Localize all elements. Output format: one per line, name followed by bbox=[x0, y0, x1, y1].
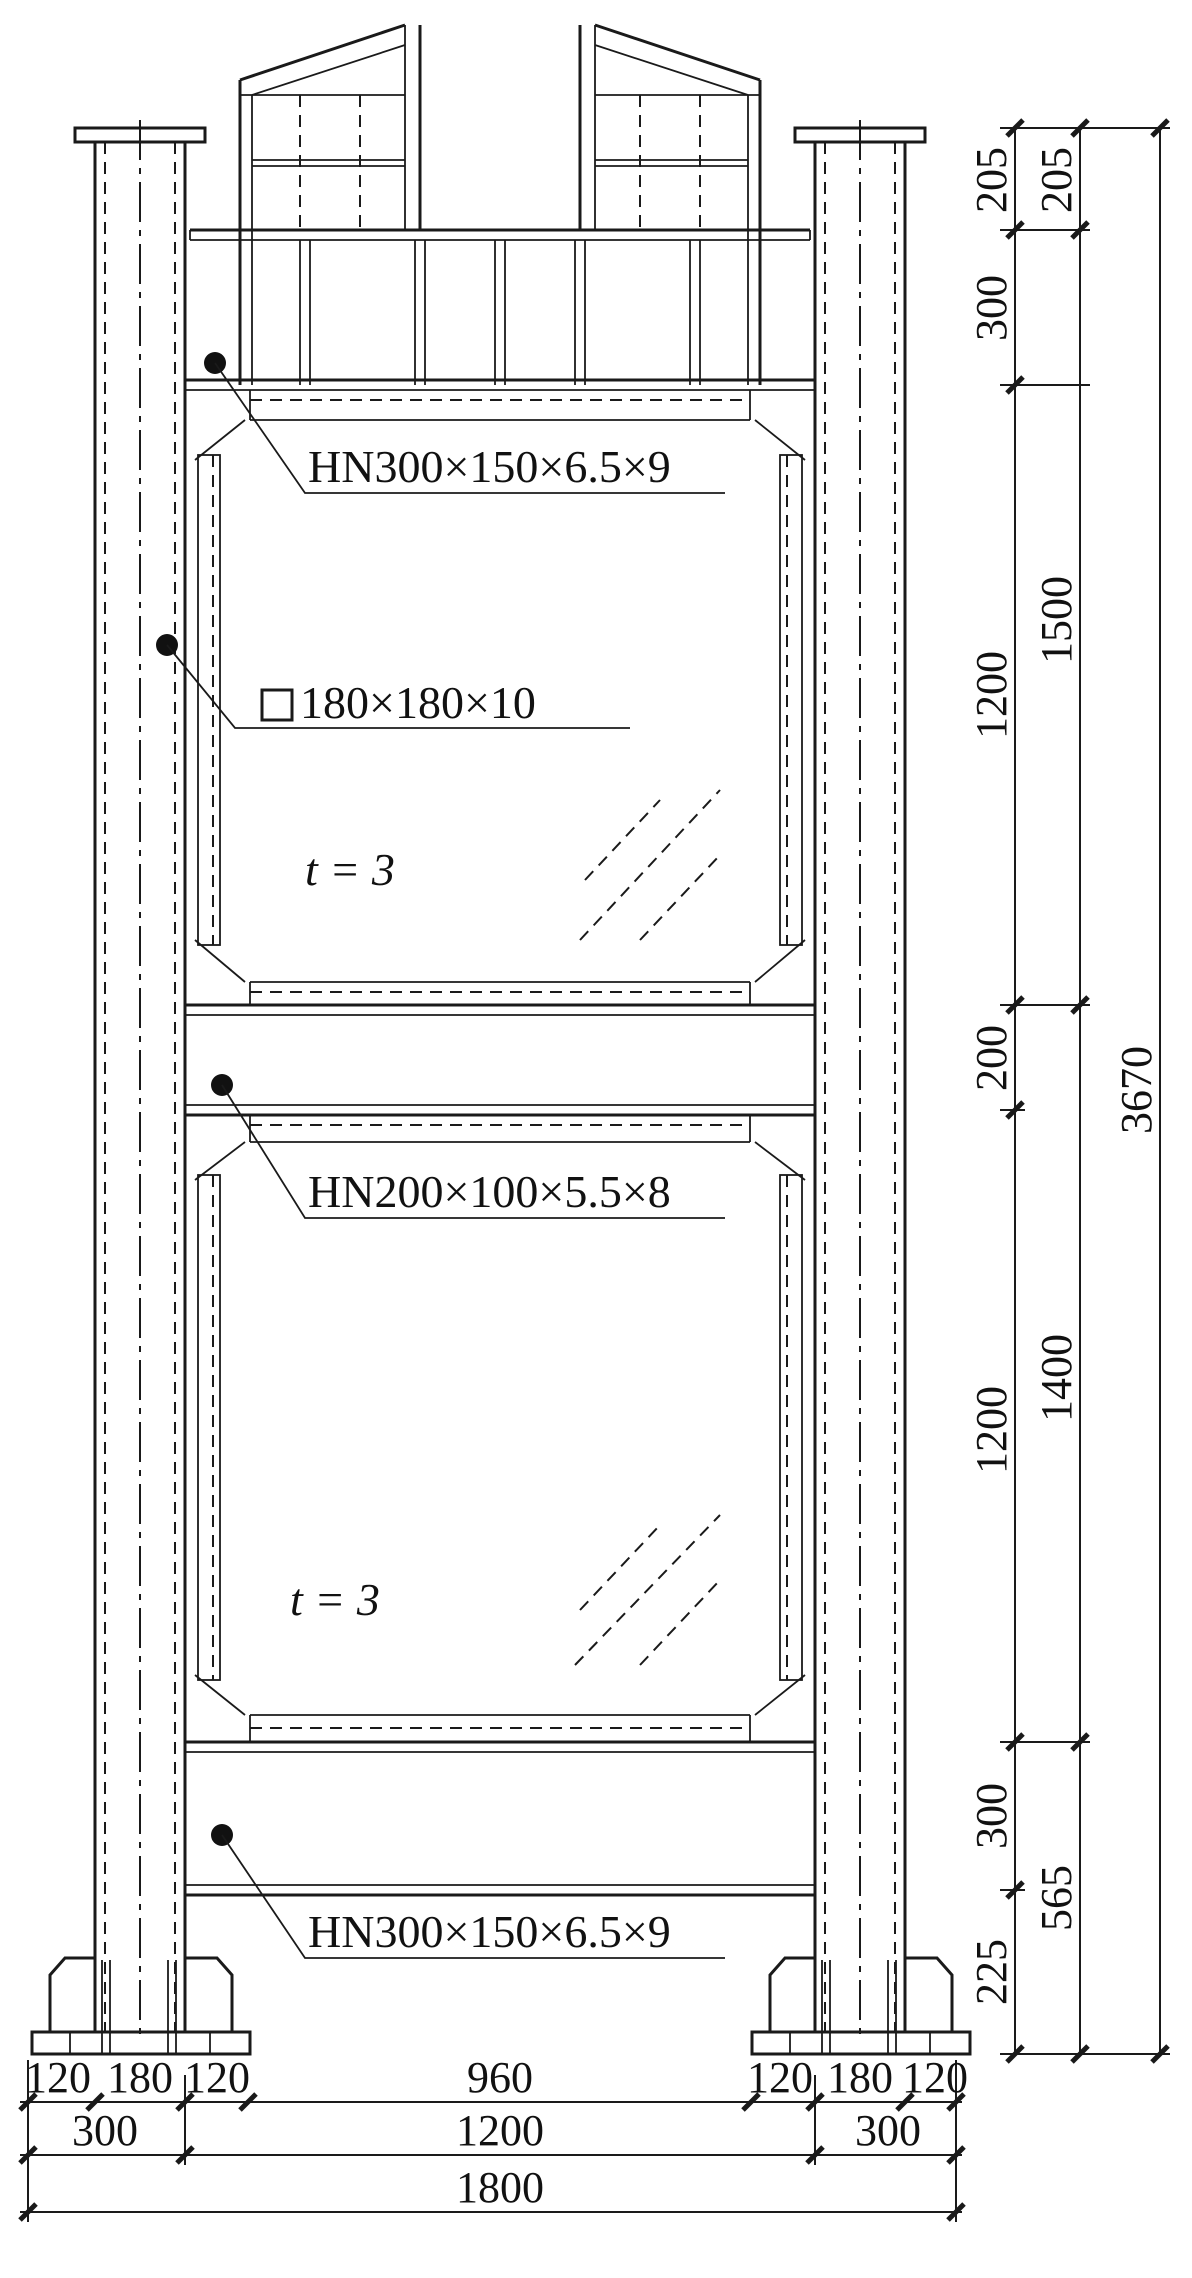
dim-180-b: 180 bbox=[827, 2053, 893, 2102]
dim-205-b: 205 bbox=[1032, 147, 1081, 213]
upper-plate-thickness: t = 3 bbox=[305, 844, 395, 895]
dim-565: 565 bbox=[1032, 1865, 1081, 1931]
middle-beam-section-text: HN200×100×5.5×8 bbox=[308, 1166, 671, 1217]
bottom-beam bbox=[185, 1714, 815, 1897]
row1-ticks bbox=[18, 2092, 966, 2112]
dim-1200-b: 1200 bbox=[967, 1386, 1016, 1474]
dim-120-a: 120 bbox=[25, 2053, 91, 2102]
right-column bbox=[750, 120, 972, 2056]
top-beam bbox=[185, 378, 815, 421]
top-beam-section-text: HN300×150×6.5×9 bbox=[308, 441, 671, 492]
dim-960: 960 bbox=[467, 2053, 533, 2102]
dim-300-right: 300 bbox=[855, 2106, 921, 2155]
dim-205-a: 205 bbox=[967, 147, 1016, 213]
row3-ticks bbox=[18, 2202, 966, 2222]
hollow-section-symbol-icon bbox=[260, 688, 294, 722]
dim-1400: 1400 bbox=[1032, 1334, 1081, 1422]
dim-300-a: 300 bbox=[967, 275, 1016, 341]
left-column-base bbox=[30, 1956, 252, 2056]
dim-1500: 1500 bbox=[1032, 576, 1081, 664]
label-bottom-beam: HN300×150×6.5×9 bbox=[211, 1824, 725, 1959]
top-loading-frame bbox=[189, 23, 811, 385]
right-column-base bbox=[750, 1956, 972, 2056]
column-section-text: 180×180×10 bbox=[300, 677, 536, 728]
bottom-dimension-chains: 120 180 120 960 120 180 120 300 1200 300… bbox=[18, 2053, 968, 2222]
dim-3670: 3670 bbox=[1112, 1046, 1161, 1134]
dim-120-c: 120 bbox=[747, 2053, 813, 2102]
dim-300-left: 300 bbox=[72, 2106, 138, 2155]
col1-ticks bbox=[1005, 118, 1025, 2064]
dim-1200-bottom: 1200 bbox=[456, 2106, 544, 2155]
label-top-beam: HN300×150×6.5×9 bbox=[204, 352, 725, 494]
lower-panel bbox=[194, 1141, 806, 1716]
col3-ticks bbox=[1150, 118, 1170, 2064]
lower-plate-thickness: t = 3 bbox=[290, 1574, 380, 1625]
dim-300-b: 300 bbox=[967, 1783, 1016, 1849]
dim-180-a: 180 bbox=[107, 2053, 173, 2102]
bottom-beam-section-text: HN300×150×6.5×9 bbox=[308, 1906, 671, 1957]
middle-beam bbox=[185, 981, 815, 1143]
left-column bbox=[30, 120, 252, 2056]
right-dimension-chains: 205 300 1200 200 1200 300 225 205 1500 1… bbox=[967, 118, 1170, 2064]
label-middle-beam: HN200×100×5.5×8 bbox=[211, 1074, 725, 1219]
dim-1200-a: 1200 bbox=[967, 651, 1016, 739]
upper-panel bbox=[194, 419, 806, 983]
col2-ticks bbox=[1070, 118, 1090, 2064]
label-column: 180×180×10 bbox=[156, 634, 630, 729]
dim-1800: 1800 bbox=[456, 2163, 544, 2212]
row2-ticks bbox=[18, 2145, 966, 2165]
dim-225: 225 bbox=[967, 1939, 1016, 2005]
dim-200: 200 bbox=[967, 1025, 1016, 1091]
dim-120-d: 120 bbox=[902, 2053, 968, 2102]
dim-120-b: 120 bbox=[184, 2053, 250, 2102]
